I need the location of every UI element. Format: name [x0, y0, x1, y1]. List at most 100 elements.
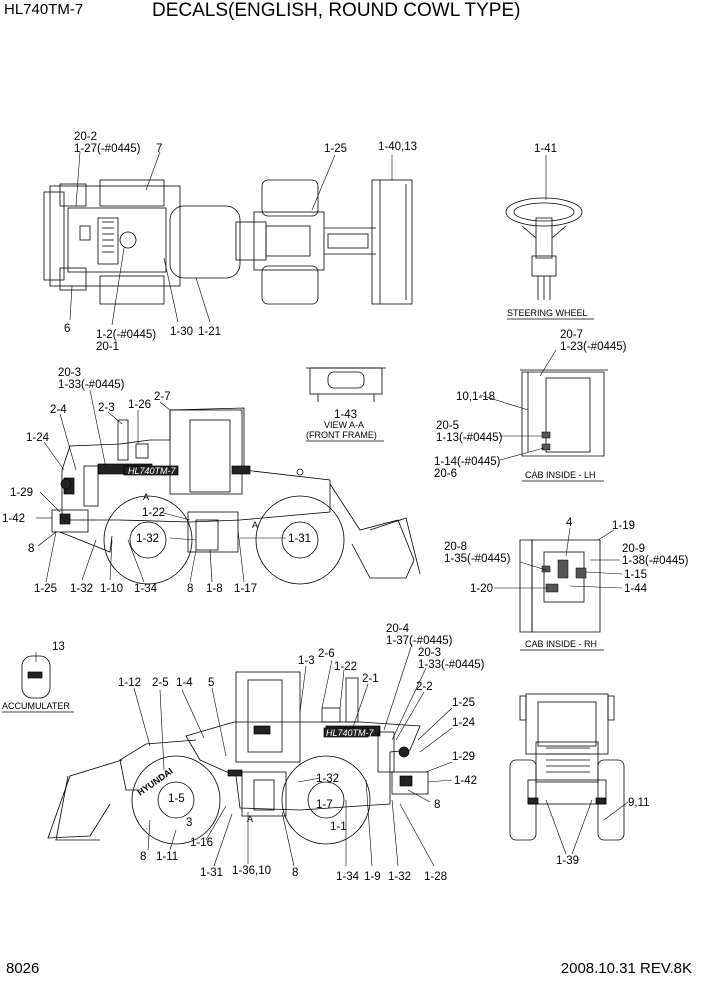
callout-label: 1-42 — [2, 513, 25, 525]
callout-label: 7 — [156, 143, 162, 155]
view-a-drawing — [306, 367, 386, 442]
section-mark-a: A — [143, 492, 149, 502]
machine-decal-rh-text: HL740TM-7 — [326, 728, 375, 738]
callout-label: 5 — [208, 677, 214, 689]
callout-label: 20-2 — [74, 131, 97, 143]
callout-label: 1-32 — [388, 871, 411, 883]
callout-label: 2-4 — [50, 404, 67, 416]
callout-label: 1-24 — [26, 432, 50, 444]
callout-label: 1-30 — [170, 326, 193, 338]
callout-label: 1-33(-#0445) — [418, 659, 485, 671]
callout-label: 9,11 — [628, 797, 650, 809]
callout-label: 20-3 — [58, 367, 81, 379]
machine-decal-rh — [323, 727, 369, 738]
callout-label: 1-15 — [624, 569, 647, 581]
callout-label: 1-32 — [70, 583, 93, 595]
callout-label: 1-23(-#0445) — [560, 341, 627, 353]
steering-wheel-drawing — [505, 197, 594, 320]
page-number: 8026 — [6, 960, 40, 977]
callout-label: 1-25 — [452, 697, 475, 709]
callout-label: 1-26 — [128, 399, 151, 411]
callout-label: 20-5 — [436, 420, 459, 432]
steering-wheel-caption: STEERING WHEEL — [507, 308, 588, 318]
view-captions: STEERING WHEEL VIEW A-A (FRONT FRAME) CA… — [2, 308, 597, 711]
callout-label: 1-10 — [100, 583, 123, 595]
callout-label: 1-44 — [624, 583, 648, 595]
callout-label: 1-22 — [142, 507, 165, 519]
callout-label: 1-9 — [364, 871, 381, 883]
callout-label: 1-14(-#0445) — [434, 456, 501, 468]
callout-label: 1-29 — [452, 751, 475, 763]
callout-label: 1-29 — [10, 487, 33, 499]
callout-label: 20-6 — [434, 468, 457, 480]
callout-label: 1-39 — [556, 855, 579, 867]
callout-label: 1-5 — [168, 793, 185, 805]
callout-label: 1-35(-#0445) — [444, 553, 511, 565]
callout-label: 3 — [186, 817, 192, 829]
callout-label: 2-2 — [416, 681, 433, 693]
cab-lh-drawing — [520, 369, 608, 482]
callout-label: 1-13(-#0445) — [436, 432, 503, 444]
callout-label: 1-34 — [134, 583, 158, 595]
callout-label: 1-32 — [316, 773, 339, 785]
callout-label: 1-11 — [156, 851, 178, 863]
callout-label: 8 — [434, 799, 440, 811]
callout-label: 8 — [140, 851, 146, 863]
model-number: HL740TM-7 — [4, 1, 84, 18]
callout-label: 2-5 — [152, 677, 169, 689]
revision-date: 2008.10.31 REV.8K — [560, 960, 692, 977]
callout-label: 2-7 — [154, 391, 171, 403]
callout-label: 20-4 — [386, 623, 410, 635]
callout-label: 1-1 — [330, 821, 347, 833]
callout-label: 20-8 — [444, 541, 467, 553]
callout-label: 1-33(-#0445) — [58, 379, 125, 391]
callout-label: 1-25 — [324, 143, 347, 155]
section-mark-a: A — [247, 814, 253, 824]
cab-rh-drawing — [519, 539, 604, 651]
callout-label: 1-31 — [288, 533, 311, 545]
machine-decal-lh — [123, 465, 179, 476]
callout-label: 1-2(-#0445) — [96, 329, 156, 341]
callout-label: 8 — [187, 583, 193, 595]
callout-label: 1-16 — [190, 837, 213, 849]
callout-label: 1-42 — [454, 775, 477, 787]
callout-label: 1-36,10 — [232, 865, 271, 877]
section-mark-a: A — [252, 520, 258, 530]
callout-label: 1-34 — [336, 871, 360, 883]
callout-label: 1-37(-#0445) — [386, 635, 453, 647]
callout-label: 1-40,13 — [378, 141, 417, 153]
callout-label: 1-28 — [424, 871, 447, 883]
callout-labels: 20-2 1-27(-#0445) 7 1-25 1-40,13 1-41 6 … — [2, 131, 689, 883]
callout-label: 1-21 — [198, 326, 221, 338]
callout-label: 2-3 — [98, 402, 115, 414]
callout-label: 1-20 — [470, 583, 493, 595]
callout-label: 1-4 — [176, 677, 193, 689]
callout-label: 10,1-18 — [456, 391, 495, 403]
callout-label: 20-7 — [560, 329, 583, 341]
accumulator-caption: ACCUMULATER — [2, 701, 70, 711]
callout-label: 1-25 — [34, 583, 57, 595]
callout-label: 6 — [64, 323, 70, 335]
machine-decal-lh-text: HL740TM-7 — [128, 466, 177, 476]
callout-label: 20-3 — [418, 647, 441, 659]
view-a-caption: VIEW A-A — [324, 420, 364, 430]
top-view-drawing — [43, 179, 413, 305]
callout-label: 1-7 — [316, 799, 333, 811]
leader-lines — [35, 151, 629, 867]
callout-label: 1-24 — [452, 717, 476, 729]
callout-label: 1-3 — [298, 655, 315, 667]
front-view-drawing — [509, 693, 625, 841]
callout-label: 1-12 — [118, 677, 141, 689]
callout-label: 1-38(-#0445) — [622, 555, 689, 567]
callout-label: 1-22 — [334, 661, 357, 673]
cab-lh-caption: CAB INSIDE - LH — [525, 470, 596, 480]
callout-label: 1-43 — [334, 409, 357, 421]
callout-label: 20-9 — [622, 543, 645, 555]
page-title: DECALS(ENGLISH, ROUND COWL TYPE) — [152, 0, 521, 21]
side-view-right-drawing — [47, 671, 429, 845]
view-a-subcaption: (FRONT FRAME) — [306, 430, 377, 440]
callout-label: 1-27(-#0445) — [74, 143, 141, 155]
callout-label: 4 — [566, 517, 573, 529]
